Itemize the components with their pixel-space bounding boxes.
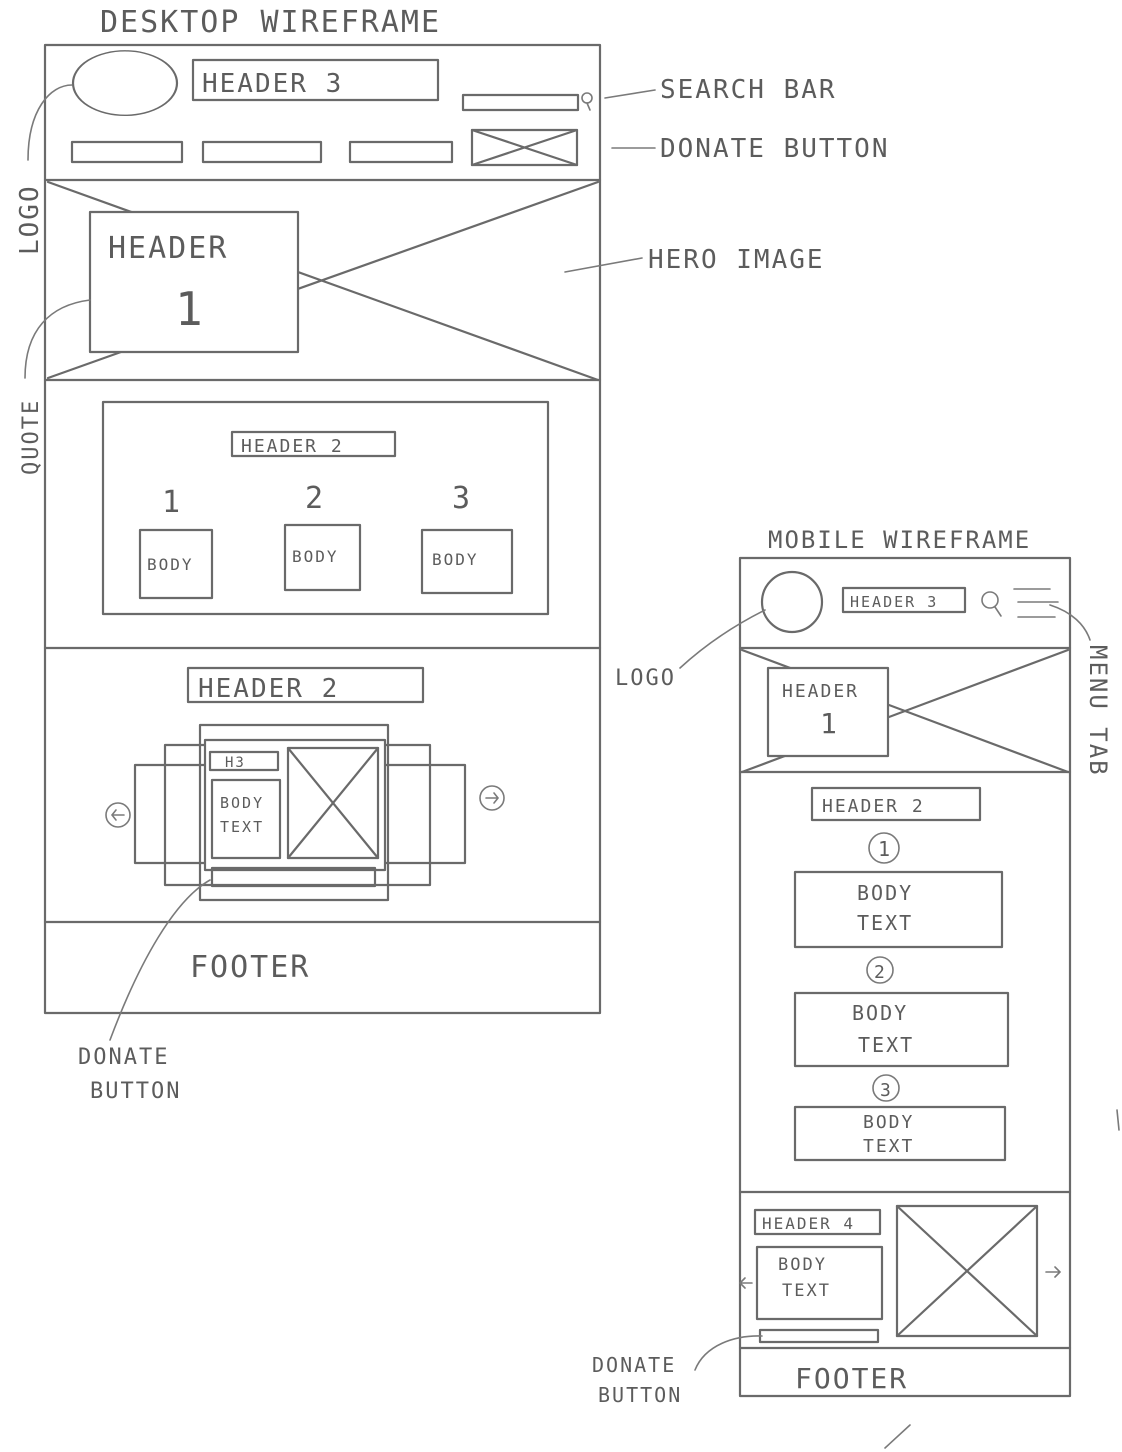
desktop-card-donate-button <box>210 866 377 888</box>
desktop-card-body-line2: TEXT <box>220 818 264 836</box>
mobile-title: MOBILE WIREFRAME <box>768 526 1031 554</box>
desktop-search-icon-handle <box>586 102 591 111</box>
annotation-donate-button: DONATE BUTTON <box>660 134 890 164</box>
desktop-nav-item-2 <box>201 140 323 164</box>
mobile-header4-box <box>753 1208 882 1236</box>
mobile-steps-header-box <box>810 786 982 822</box>
mobile-header1-line1: HEADER <box>782 681 859 702</box>
desktop-card-h3-label: H3 <box>225 755 246 771</box>
annotation-quote: QUOTE <box>19 399 44 475</box>
desktop-step-1: 1 <box>162 485 182 520</box>
mobile-step-1-badge <box>868 832 900 864</box>
mobile-card-body-box <box>755 1245 884 1321</box>
annotation-mobile-logo: LOGO <box>615 666 676 691</box>
mobile-step-3: 3 <box>880 1080 893 1101</box>
mobile-carousel-prev-icon <box>738 1277 753 1289</box>
mobile-carousel-next-icon <box>1045 1266 1062 1278</box>
annotation-line-mobile-donate <box>694 1335 763 1371</box>
mobile-step-2-body-box <box>793 991 1010 1068</box>
mobile-card-image <box>895 1204 1039 1338</box>
annotation-line-hero <box>564 257 643 273</box>
mobile-card-body-line2: TEXT <box>782 1281 831 1301</box>
annotation-line-quote <box>24 299 91 379</box>
annotation-search-bar: SEARCH BAR <box>660 75 837 105</box>
mobile-steps-header-label: HEADER 2 <box>822 796 925 817</box>
desktop-step-2-body-box <box>283 523 362 592</box>
stray-mark <box>884 1424 911 1449</box>
desktop-header3-label: HEADER 3 <box>202 69 343 99</box>
mobile-logo <box>760 570 824 634</box>
mobile-card-body-line1: BODY <box>778 1255 827 1275</box>
mobile-step-3-badge <box>872 1074 900 1102</box>
mobile-step-2-badge <box>866 956 894 984</box>
desktop-logo <box>71 50 179 117</box>
desktop-card-image <box>286 746 380 860</box>
annotation-mobile-donate-line2: BUTTON <box>598 1383 682 1407</box>
desktop-step-1-body: BODY <box>147 555 194 574</box>
desktop-card-h3-box <box>208 750 280 772</box>
desktop-footer-label: FOOTER <box>190 950 310 985</box>
annotation-menu-tab: MENU TAB <box>1084 645 1112 777</box>
desktop-carousel-header-label: HEADER 2 <box>198 674 339 704</box>
desktop-nav-item-1 <box>70 140 184 164</box>
mobile-step-3-body-line1: BODY <box>863 1112 914 1133</box>
mobile-step-1-body-line2: TEXT <box>857 911 913 935</box>
mobile-step-2-body-line2: TEXT <box>858 1033 914 1057</box>
mobile-step-1: 1 <box>878 837 892 861</box>
desktop-search-icon <box>581 92 593 104</box>
desktop-steps-header-box <box>230 430 397 458</box>
annotation-line-menu <box>1049 604 1091 641</box>
mobile-footer-label: FOOTER <box>795 1362 908 1395</box>
desktop-card-body-line1: BODY <box>220 794 264 812</box>
mobile-frame <box>738 556 1072 1398</box>
desktop-steps-header-label: HEADER 2 <box>241 436 344 457</box>
desktop-title: DESKTOP WIREFRAME <box>100 5 441 40</box>
stray-mark-edge <box>1116 1109 1120 1131</box>
mobile-step-3-body-box <box>793 1105 1007 1162</box>
desktop-step-1-body-box <box>138 528 214 600</box>
annotation-donate-bottom-line1: DONATE <box>78 1045 169 1070</box>
annotation-line-donate-bottom <box>109 879 211 1041</box>
desktop-donate-button <box>470 128 579 167</box>
desktop-nav-item-3 <box>348 140 454 164</box>
annotation-logo: LOGO <box>15 184 45 255</box>
mobile-search-icon <box>981 591 1002 617</box>
desktop-quote-box <box>88 210 300 354</box>
mobile-step-3-body-line2: TEXT <box>863 1136 914 1157</box>
desktop-carousel-prev-icon <box>105 802 131 828</box>
desktop-search-bar <box>461 93 580 112</box>
desktop-header3-box <box>191 58 440 102</box>
mobile-step-1-body-box <box>793 870 1004 949</box>
desktop-card-body-box <box>210 778 282 860</box>
desktop-step-3-body-box <box>420 528 514 595</box>
mobile-step-2: 2 <box>874 962 887 983</box>
mobile-header3-box <box>841 586 967 614</box>
mobile-step-2-body-line1: BODY <box>852 1001 908 1025</box>
desktop-header1-line2: 1 <box>175 282 205 336</box>
desktop-step-3-body: BODY <box>432 550 479 569</box>
annotation-donate-bottom-line2: BUTTON <box>90 1079 181 1104</box>
desktop-carousel-next-icon <box>479 785 505 811</box>
desktop-header1-line1: HEADER <box>108 231 228 266</box>
annotation-mobile-donate-line1: DONATE <box>592 1353 676 1377</box>
desktop-step-3: 3 <box>452 481 472 516</box>
desktop-steps-box <box>101 400 550 616</box>
mobile-header1-line2: 1 <box>820 707 839 740</box>
mobile-card-donate-button <box>758 1328 880 1344</box>
mobile-step-1-body-line1: BODY <box>857 881 913 905</box>
annotation-hero-image: HERO IMAGE <box>648 245 825 275</box>
mobile-header3-label: HEADER 3 <box>850 593 938 611</box>
annotation-line-search <box>604 89 656 99</box>
annotation-line-logo <box>27 84 73 161</box>
mobile-header4-label: HEADER 4 <box>762 1214 855 1233</box>
annotation-line-mobile-logo <box>679 609 766 669</box>
mobile-menu-icon <box>1013 588 1059 618</box>
mobile-quote-box <box>766 666 890 758</box>
desktop-step-2: 2 <box>305 481 325 516</box>
desktop-carousel-header-box <box>186 666 425 704</box>
desktop-frame <box>43 43 602 1015</box>
desktop-step-2-body: BODY <box>292 547 339 566</box>
